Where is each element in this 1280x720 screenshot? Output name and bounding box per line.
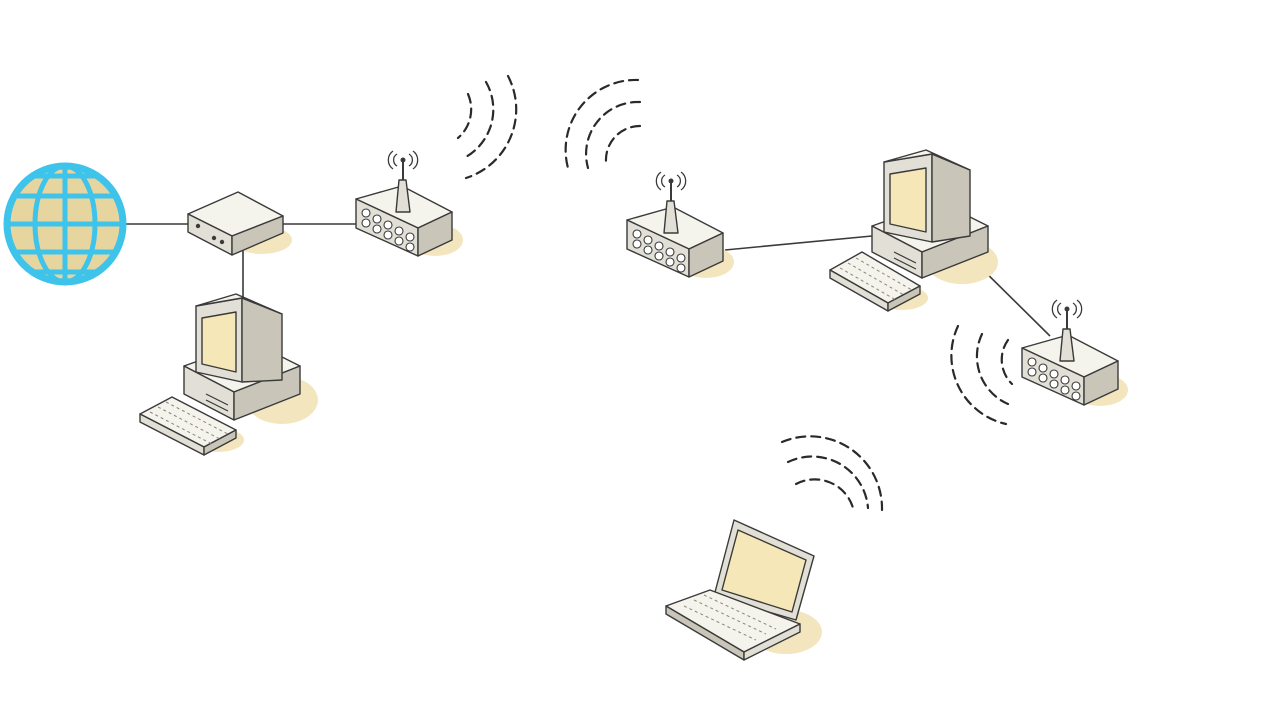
modem-icon: [187, 191, 292, 256]
signal-waves-laptop: [780, 435, 884, 514]
link-access-point-2-desktop-2: [724, 235, 873, 251]
wireless-link-ap1-ap2: [456, 74, 642, 180]
signal-waves-left: [564, 78, 642, 170]
wireless-access-point-icon: [355, 150, 463, 257]
desktop-computer-icon: [139, 293, 318, 456]
signal-waves-right: [456, 74, 518, 180]
wireless-access-point-icon: [1021, 299, 1128, 406]
desktop-computer-icon: [829, 149, 998, 312]
wireless-link-ap3-laptop: [780, 324, 1014, 514]
laptop-icon: [665, 519, 822, 661]
signal-waves-ap3: [950, 324, 1014, 426]
globe-icon: [3, 162, 127, 286]
wireless-access-point-icon: [626, 171, 734, 278]
